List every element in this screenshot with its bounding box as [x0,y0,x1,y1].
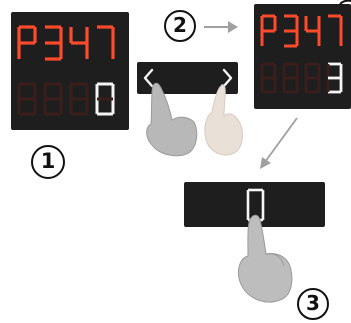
reset-button-digit [246,188,265,222]
step-3-label: 3 [306,291,320,315]
step-3-circle [297,288,329,320]
arrow-down-left-icon [260,117,298,169]
display-2-value [260,62,343,94]
chevron-right-icon[interactable] [222,68,233,88]
display-1-param-code [17,25,115,61]
arrow-right-icon [204,21,238,33]
hand-icon-reset [237,214,293,303]
step-2-circle [164,10,196,42]
step-1-label: 1 [40,149,56,173]
step-2-label: 2 [173,13,187,37]
hand-icon-left [146,82,198,157]
chevron-left-icon[interactable] [143,68,154,88]
display-1-value [17,82,115,116]
step-circle-fragment [339,0,351,5]
hand-icon-right [204,84,243,156]
display-2-param-code [260,14,343,48]
step-1-circle [31,145,65,179]
